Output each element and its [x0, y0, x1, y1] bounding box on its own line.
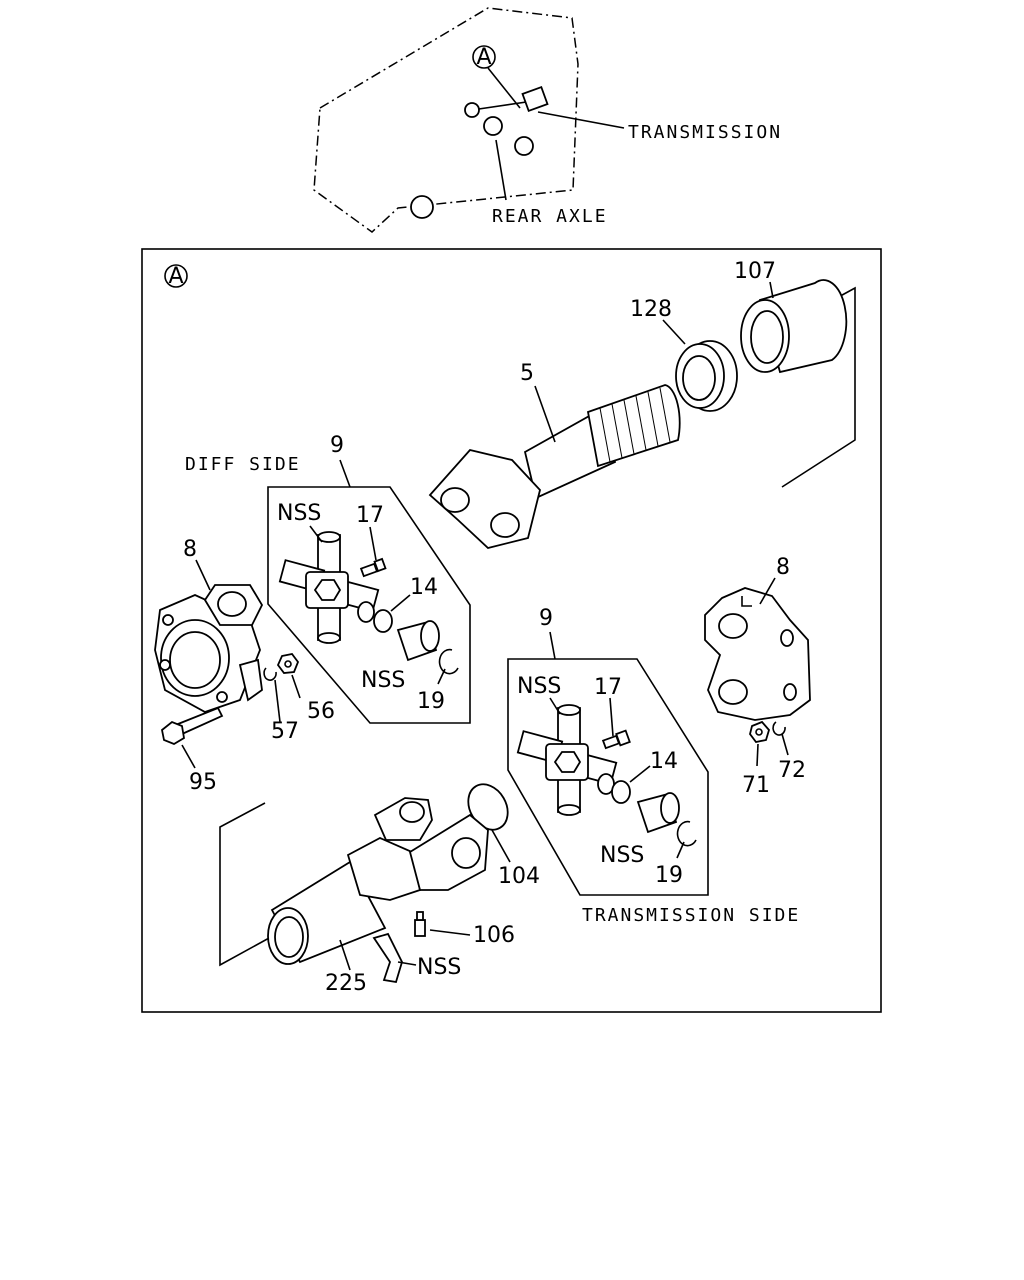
- overview-callout-a-text: A: [476, 45, 491, 70]
- part-label-17-trans: 17: [594, 675, 622, 700]
- rear-axle-label: REAR AXLE: [492, 206, 608, 227]
- part-label-225: 225: [325, 971, 367, 996]
- bearing-strap: [372, 932, 403, 984]
- part-label-104: 104: [498, 864, 540, 889]
- part-19-snap-ring-trans: [676, 820, 697, 847]
- universal-joint-cross-diff: [278, 531, 380, 644]
- part-17-grease-fitting-trans: [601, 729, 631, 750]
- shaft-break-right: [781, 286, 856, 488]
- part-label-17-diff: 17: [356, 503, 384, 528]
- part-225-slip-yoke: [267, 797, 489, 965]
- part-56-nut: [276, 653, 300, 674]
- part-label-19-diff: 19: [417, 689, 445, 714]
- part-label-9-diff: 9: [330, 433, 344, 458]
- vehicle-outline: [313, 7, 579, 233]
- part-17-grease-fitting-diff: [359, 557, 387, 578]
- part-label-107: 107: [734, 259, 776, 284]
- part-106-grease-fitting: [414, 911, 426, 937]
- part-label-56: 56: [307, 699, 335, 724]
- part-label-8-left: 8: [183, 537, 197, 562]
- part-label-72: 72: [778, 758, 806, 783]
- part-5-splined-shaft: [428, 384, 681, 549]
- part-label-9-trans: 9: [539, 606, 553, 631]
- universal-joint-cross-trans: [516, 704, 618, 816]
- kit-9-diff-box: [267, 486, 471, 724]
- part-8-end-yoke-right: [704, 587, 811, 721]
- part-label-14-trans: 14: [650, 749, 678, 774]
- part-label-8-right: 8: [776, 555, 790, 580]
- part-71-nut: [749, 720, 771, 743]
- part-72-lock-washer: [772, 721, 786, 736]
- part-128-seal: [675, 340, 738, 412]
- detail-frame: [141, 248, 882, 1013]
- part-95-bolt: [161, 706, 224, 746]
- nss-label-diff-bottom: NSS: [361, 668, 405, 693]
- vehicle-overview: A TRANSMISSION REAR AXLE: [313, 7, 782, 233]
- transmission-side-label: TRANSMISSION SIDE: [582, 905, 800, 926]
- part-label-106: 106: [473, 923, 515, 948]
- part-label-95: 95: [189, 770, 217, 795]
- overview-callout-a: A: [472, 45, 521, 109]
- driveshaft-location: [464, 85, 549, 156]
- bearing-cup-trans: [636, 792, 680, 834]
- part-14-oring-trans: [611, 780, 631, 804]
- part-57-lock-washer: [263, 667, 277, 681]
- nss-label-strap: NSS: [417, 955, 461, 980]
- part-107-sleeve: [740, 279, 848, 374]
- shaft-break-left: [219, 802, 281, 967]
- kit-9-trans-box: [507, 658, 709, 896]
- nss-label-trans-top: NSS: [517, 674, 561, 699]
- part-label-14-diff: 14: [410, 575, 438, 600]
- bearing-cup-diff: [396, 620, 440, 662]
- transmission-label: TRANSMISSION: [628, 122, 782, 143]
- part-8-flange-yoke-left: [154, 584, 264, 713]
- detail-callout-a-text: A: [168, 264, 183, 289]
- detail-callout-a: A: [164, 264, 188, 289]
- part-label-128: 128: [630, 297, 672, 322]
- part-label-19-trans: 19: [655, 863, 683, 888]
- part-label-5: 5: [520, 361, 534, 386]
- part-19-snap-ring-diff: [438, 648, 459, 675]
- nss-label-diff-top: NSS: [277, 501, 321, 526]
- part-label-57: 57: [271, 719, 299, 744]
- nss-label-trans-bottom: NSS: [600, 843, 644, 868]
- part-14-oring-diff: [373, 609, 393, 633]
- wheel-hub: [410, 195, 434, 219]
- part-label-71: 71: [742, 773, 770, 798]
- diff-side-label: DIFF SIDE: [185, 454, 301, 475]
